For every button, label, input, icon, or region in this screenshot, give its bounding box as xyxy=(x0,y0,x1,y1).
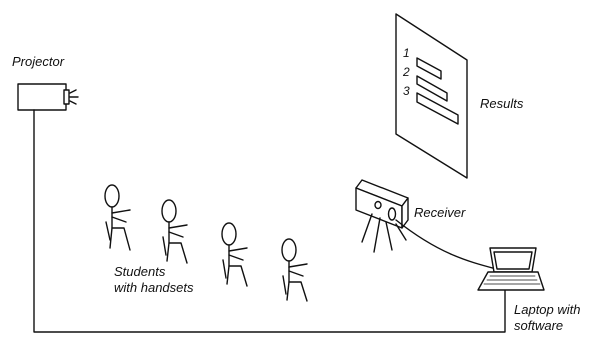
projector-icon xyxy=(18,84,78,110)
student-figure-3 xyxy=(222,223,247,286)
laptop-label-line1: Laptop with xyxy=(514,302,581,318)
students-label-line2: with handsets xyxy=(114,280,194,296)
laptop-icon xyxy=(478,248,544,290)
screen-rank-1: 1 xyxy=(403,46,410,60)
receiver-icon xyxy=(356,180,408,252)
projector-label: Projector xyxy=(12,54,64,70)
student-figure-1 xyxy=(105,185,130,250)
laptop-label-line2: software xyxy=(514,318,563,334)
receiver-laptop-cable xyxy=(396,220,500,270)
screen-rank-2: 2 xyxy=(402,65,410,79)
results-label: Results xyxy=(480,96,523,112)
student-figure-2 xyxy=(162,200,187,263)
receiver-label: Receiver xyxy=(414,205,465,221)
students-label-line1: Students xyxy=(114,264,165,280)
student-figure-4 xyxy=(282,239,307,301)
results-screen: 1 2 3 xyxy=(396,14,467,178)
screen-rank-3: 3 xyxy=(403,84,410,98)
